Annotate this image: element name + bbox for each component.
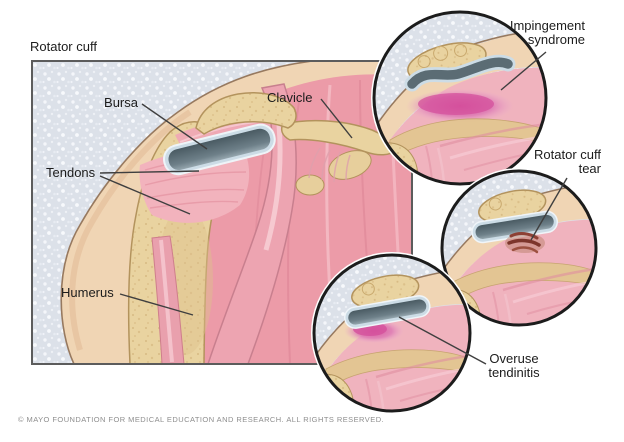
label-overuse-tendinitis: Overuse tendinitis xyxy=(488,351,540,380)
humerus-leader-line xyxy=(119,293,194,316)
label-clavicle: Clavicle xyxy=(267,90,313,105)
tear-leader-line xyxy=(530,177,568,241)
label-impingement-syndrome: Impingement syndrome xyxy=(509,18,585,47)
label-rotator-cuff-tear: Rotator cuff tear xyxy=(534,147,601,176)
bursa-leader-line xyxy=(141,103,208,150)
inset-overuse-tendinitis xyxy=(311,252,473,414)
copyright-text: © MAYO FOUNDATION FOR MEDICAL EDUCATION … xyxy=(18,415,385,424)
diagonal-muscle-shape xyxy=(207,83,297,363)
bursa-shape xyxy=(344,295,431,329)
label-bursa: Bursa xyxy=(104,95,138,110)
label-tendons: Tendons xyxy=(46,165,96,180)
clavicle-leader-line xyxy=(320,98,353,139)
impingement-leader-line xyxy=(500,51,547,91)
compressed-bursa-shape xyxy=(404,54,516,92)
ligament-fibers xyxy=(308,147,351,183)
clavicle-bone-shape xyxy=(280,119,397,156)
label-humerus: Humerus xyxy=(61,285,114,300)
bursa-shape xyxy=(163,123,276,176)
tendons-leader-line-1 xyxy=(99,170,200,174)
tendons-leader-line-2 xyxy=(99,175,191,215)
leader-lines xyxy=(99,51,568,365)
tear-shape xyxy=(505,232,545,254)
inset-impingement-syndrome xyxy=(371,9,549,187)
panel-title: Rotator cuff xyxy=(30,39,97,54)
tendinitis-leader-line xyxy=(398,316,487,365)
